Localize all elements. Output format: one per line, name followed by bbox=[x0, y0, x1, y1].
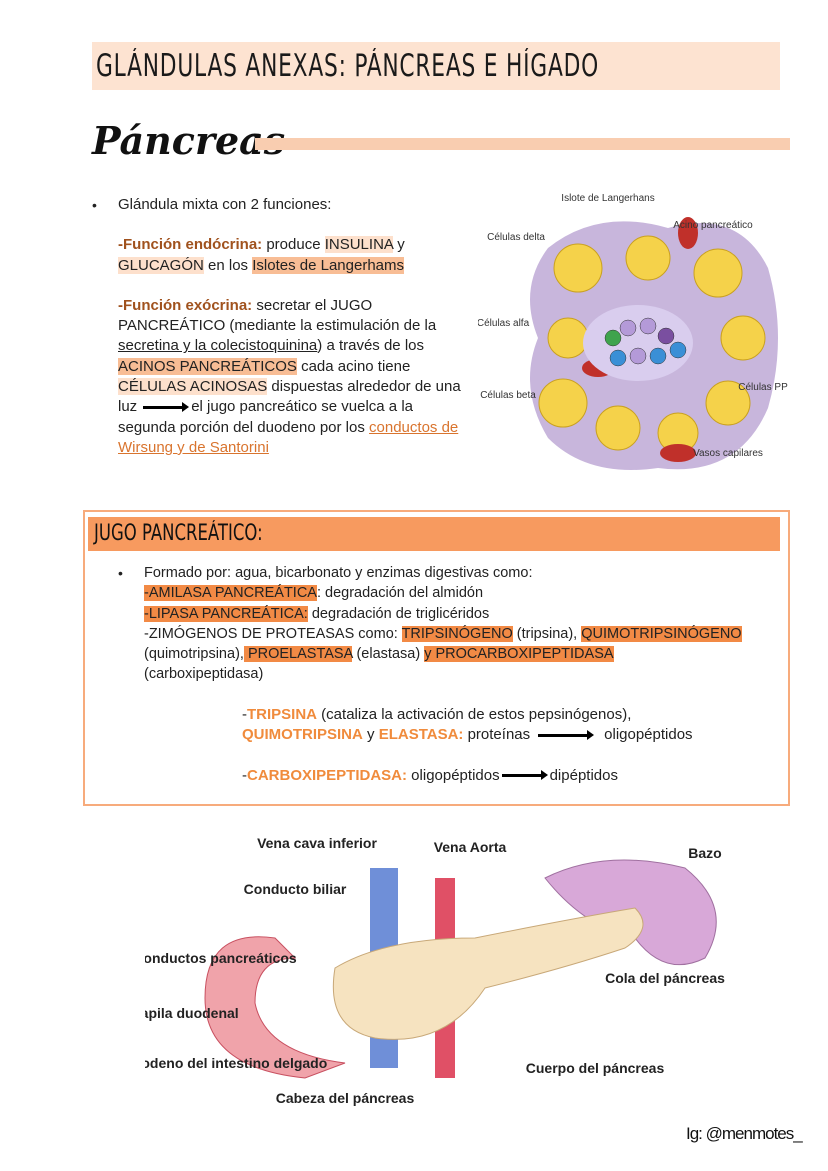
endocrine-paragraph: -Función endócrina: produce INSULINA y G… bbox=[118, 236, 405, 274]
label-cola: Cola del páncreas bbox=[605, 970, 725, 986]
label-cabeza: Cabeza del páncreas bbox=[276, 1090, 415, 1106]
label-aorta: Vena Aorta bbox=[434, 839, 507, 855]
label-acino: Acino pancreático bbox=[673, 220, 753, 231]
label-conducto-biliar: Conducto biliar bbox=[244, 881, 347, 897]
label-beta: Células beta bbox=[480, 390, 536, 401]
anatomy-figure: Vena cava inferior Vena Aorta Bazo Condu… bbox=[145, 835, 725, 1106]
label-duodeno: Duodeno del intestino delgado bbox=[145, 1055, 327, 1071]
page-title: GLÁNDULAS ANEXAS: PÁNCREAS E HÍGADO bbox=[92, 42, 780, 90]
label-islote: Islote de Langerhans bbox=[561, 193, 654, 204]
intro-bullet: Glándula mixta con 2 funciones: bbox=[118, 196, 332, 213]
arrow-icon bbox=[501, 770, 548, 781]
enzyme-actions: -TRIPSINA (cataliza la activación de est… bbox=[242, 706, 693, 784]
label-pp: Células PP bbox=[738, 382, 788, 393]
label-conductos: Conductos pancreáticos bbox=[145, 950, 297, 966]
label-papila: Papila duodenal bbox=[145, 1005, 239, 1021]
jugo-list: • Formado por: agua, bicarbonato y enzim… bbox=[118, 565, 742, 683]
author-credit: Ig: @menmotes_ bbox=[686, 1124, 803, 1143]
label-cuerpo: Cuerpo del páncreas bbox=[526, 1060, 665, 1076]
jugo-header: JUGO PANCREÁTICO: bbox=[88, 517, 780, 551]
section-title: Páncreas bbox=[92, 118, 286, 163]
label-alfa: Células alfa bbox=[478, 318, 530, 329]
intro-text: •Glándula mixta con 2 funciones: -Funció… bbox=[92, 195, 462, 458]
label-bazo: Bazo bbox=[688, 845, 721, 861]
label-vasos: Vasos capilares bbox=[693, 448, 763, 459]
label-vena-cava: Vena cava inferior bbox=[257, 835, 377, 851]
arrow-icon bbox=[143, 401, 190, 412]
jugo-box bbox=[83, 510, 790, 806]
exocrine-paragraph: -Función exócrina: secretar el JUGO PANC… bbox=[118, 296, 461, 456]
arrow-icon bbox=[538, 729, 595, 740]
wirsung-link: conductos de Wirsung y de Santorini bbox=[118, 418, 459, 456]
section-divider bbox=[255, 138, 790, 150]
label-delta: Células delta bbox=[487, 232, 545, 243]
islet-figure: Islote de Langerhans Acino pancreático C… bbox=[478, 188, 790, 480]
